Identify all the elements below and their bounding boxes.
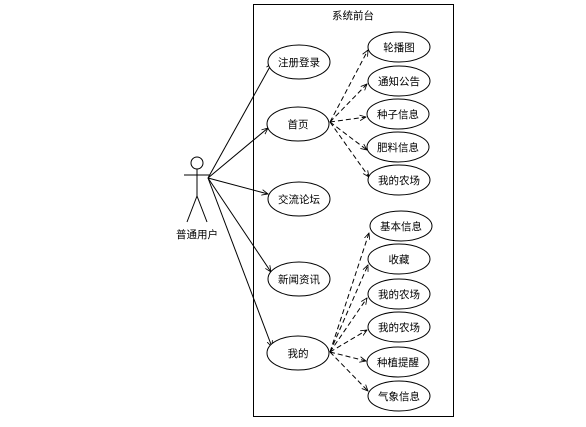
assoc-news: [207, 177, 271, 272]
sub-use-case-mine-2: 我的农场: [367, 278, 431, 310]
actor-head: [190, 156, 204, 170]
assoc-forum: [207, 177, 268, 194]
use-case-register-login-label: 注册登录: [278, 56, 320, 69]
sub-use-case-home-2: 种子信息: [366, 98, 430, 130]
include-home-2: [329, 117, 366, 123]
use-case-forum: 交流论坛: [267, 181, 331, 217]
sub-use-case-mine-3-label: 我的农场: [378, 321, 420, 334]
include-mine-2: [329, 298, 367, 353]
include-home-3: [329, 121, 367, 150]
include-mine-4: [329, 351, 366, 361]
sub-use-case-mine-3: 我的农场: [367, 311, 431, 343]
sub-use-case-mine-1-label: 收藏: [389, 253, 410, 266]
include-home-4: [329, 121, 369, 177]
use-case-register-login: 注册登录: [267, 44, 331, 80]
include-home-0: [329, 50, 368, 123]
sub-use-case-home-3-label: 肥料信息: [377, 141, 419, 154]
associations: [207, 63, 272, 347]
use-case-home: 首页: [266, 106, 330, 142]
use-case-mine-label: 我的: [288, 347, 309, 360]
include-mine-5: [329, 351, 368, 391]
assoc-register-login: [207, 63, 272, 179]
mine-includes: [329, 233, 369, 391]
assoc-mine: [207, 177, 272, 347]
system-title: 系统前台: [332, 9, 374, 22]
use-case-news-label: 新闻资讯: [278, 273, 320, 286]
include-home-1: [329, 84, 367, 123]
system-boundary: [253, 4, 454, 417]
actor-left-leg: [186, 195, 198, 223]
sub-use-case-mine-5-label: 气象信息: [378, 390, 420, 403]
use-case-news: 新闻资讯: [267, 261, 331, 297]
sub-use-case-home-0: 轮播图: [367, 31, 431, 63]
include-mine-3: [329, 330, 367, 353]
sub-use-case-home-4-label: 我的农场: [378, 174, 420, 187]
include-mine-1: [329, 265, 368, 353]
sub-use-case-mine-4-label: 种植提醒: [377, 356, 419, 369]
assoc-home: [207, 128, 268, 179]
sub-use-case-home-4: 我的农场: [367, 164, 431, 196]
actor-stick-figure: [184, 156, 210, 223]
sub-use-case-home-1: 通知公告: [367, 65, 431, 97]
use-case-home-label: 首页: [288, 118, 309, 131]
home-includes: [329, 50, 369, 177]
use-case-forum-label: 交流论坛: [278, 193, 320, 206]
sub-use-case-mine-1: 收藏: [367, 243, 431, 275]
sub-use-case-mine-5: 气象信息: [367, 380, 431, 412]
sub-use-case-mine-2-label: 我的农场: [378, 288, 420, 301]
sub-use-case-mine-0: 基本信息: [369, 210, 433, 242]
sub-use-case-home-0-label: 轮播图: [383, 41, 415, 54]
sub-use-case-home-2-label: 种子信息: [377, 108, 419, 121]
sub-use-case-home-3: 肥料信息: [366, 131, 430, 163]
sub-use-case-mine-4: 种植提醒: [366, 346, 430, 378]
use-case-mine: 我的: [266, 335, 330, 371]
include-mine-0: [329, 233, 369, 353]
sub-use-case-mine-0-label: 基本信息: [380, 220, 422, 233]
sub-use-case-home-1-label: 通知公告: [378, 75, 420, 88]
actor-label: 普通用户: [176, 228, 218, 241]
actor-right-leg: [196, 195, 208, 223]
